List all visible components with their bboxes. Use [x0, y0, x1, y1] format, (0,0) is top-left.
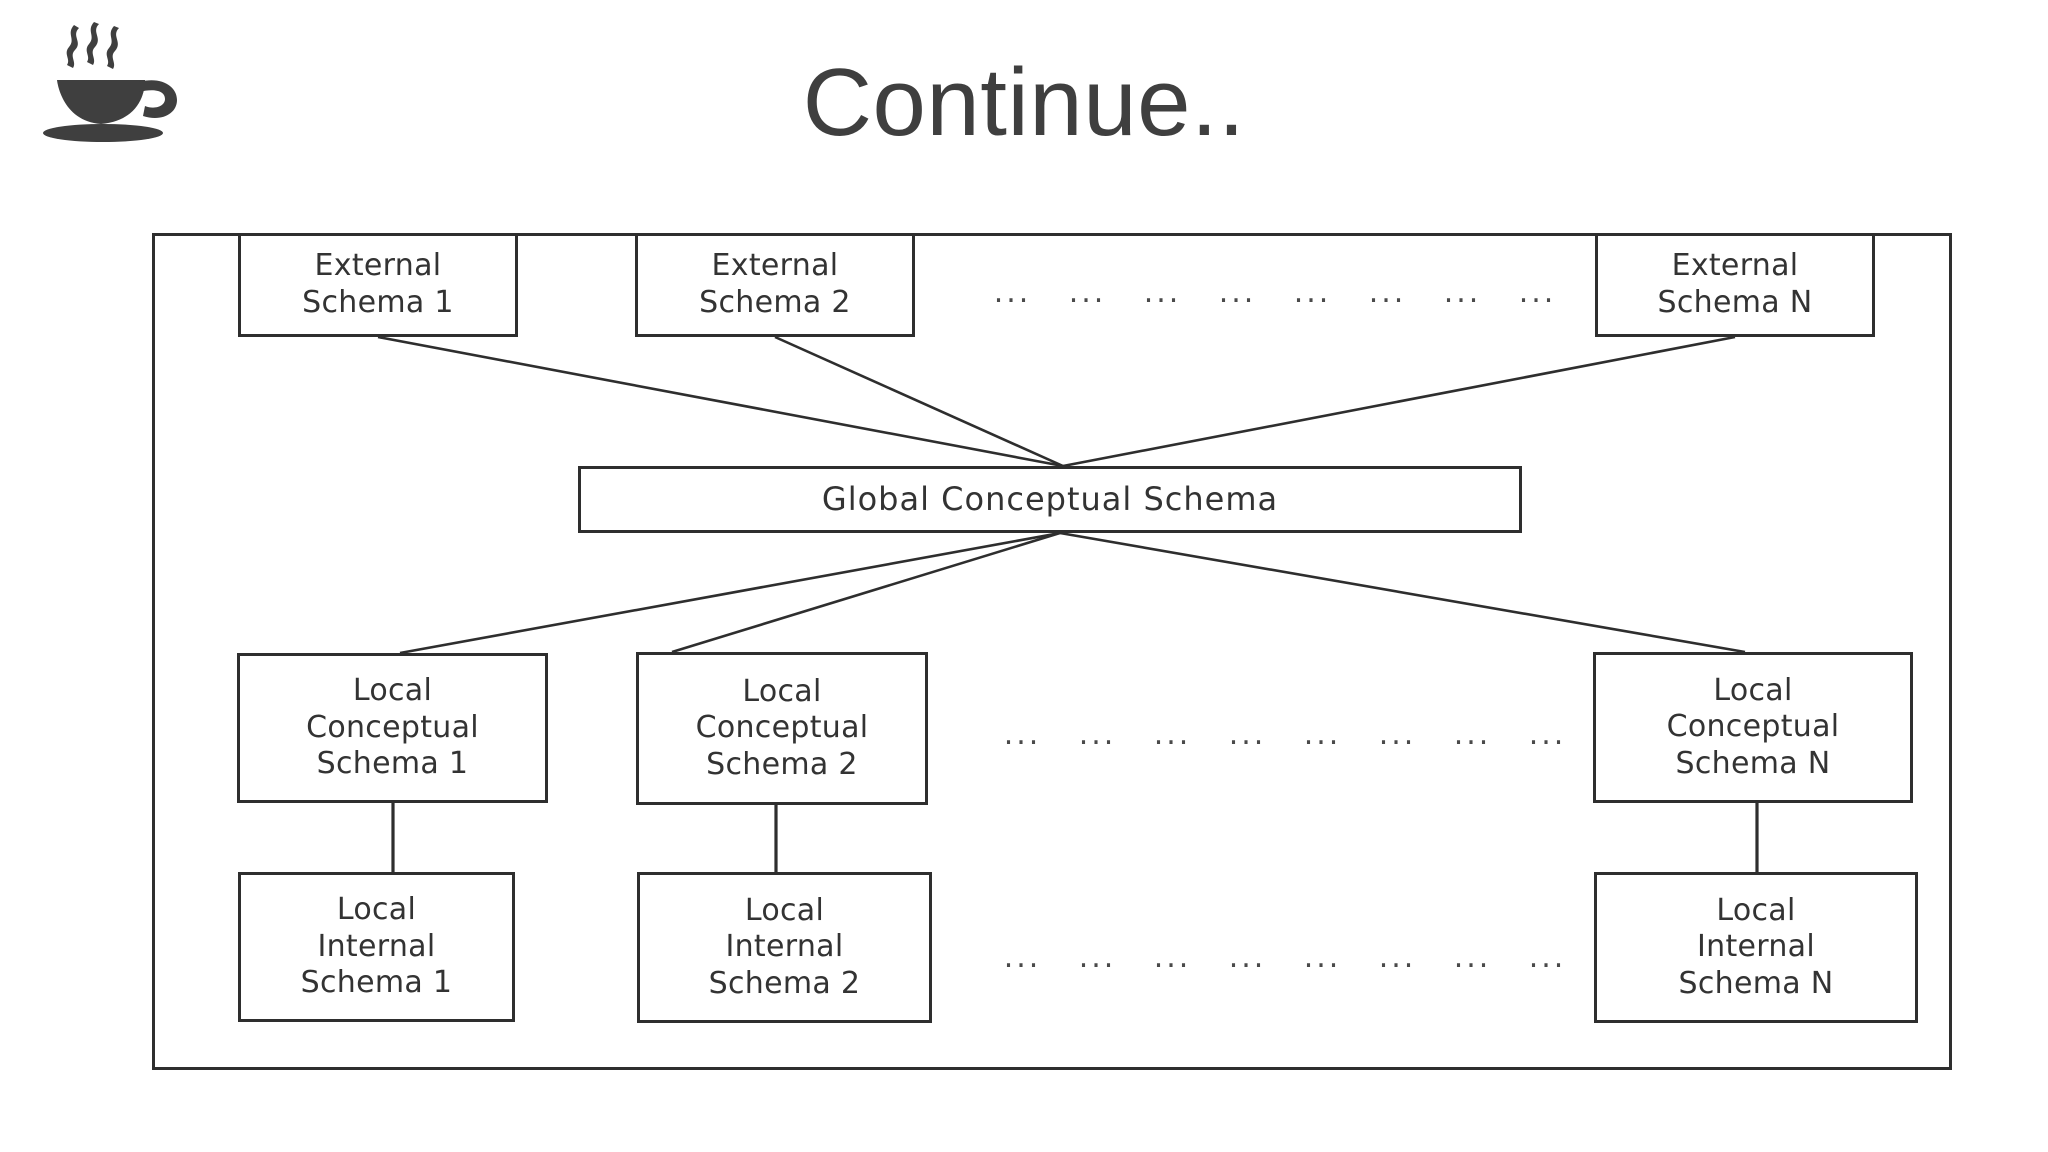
local-internal-schema-n-label: Local Internal Schema N: [1678, 892, 1834, 1001]
local-internal-layer-ellipsis-row: ........................: [985, 940, 1585, 975]
local-conceptual-schema-n-box[interactable]: Local Conceptual Schema N: [1593, 652, 1913, 803]
local-conceptual-schema-1-label: Local Conceptual Schema 1: [306, 673, 479, 782]
local-internal-layer-ellipsis-7: ...: [1453, 940, 1492, 975]
external-schema-2-label: External Schema 2: [699, 248, 851, 320]
external-layer-ellipsis-7: ...: [1443, 275, 1482, 310]
local-internal-layer-ellipsis-3: ...: [1153, 940, 1192, 975]
local-internal-layer-ellipsis-5: ...: [1303, 940, 1342, 975]
external-schema-1-label: External Schema 1: [302, 248, 454, 320]
local-conceptual-schema-2-label: Local Conceptual Schema 2: [695, 673, 869, 782]
slide-header: Continue..: [0, 0, 2048, 200]
external-schema-n-box[interactable]: External Schema N: [1595, 233, 1875, 337]
local-conceptual-layer-ellipsis-4: ...: [1228, 717, 1267, 752]
local-conceptual-layer-ellipsis-5: ...: [1303, 717, 1342, 752]
local-conceptual-layer-ellipsis-2: ...: [1078, 717, 1117, 752]
external-layer-ellipsis-4: ...: [1218, 275, 1257, 310]
external-layer-ellipsis-6: ...: [1368, 275, 1407, 310]
global-conceptual-schema-label: Global Conceptual Schema: [821, 479, 1279, 518]
local-conceptual-schema-2-box[interactable]: Local Conceptual Schema 2: [636, 652, 928, 805]
local-internal-schema-2-box[interactable]: Local Internal Schema 2: [637, 872, 932, 1023]
local-conceptual-layer-ellipsis-8: ...: [1528, 717, 1567, 752]
local-internal-layer-ellipsis-8: ...: [1528, 940, 1567, 975]
external-schema-2-box[interactable]: External Schema 2: [635, 233, 915, 337]
external-layer-ellipsis-5: ...: [1293, 275, 1332, 310]
local-internal-schema-2-label: Local Internal Schema 2: [708, 892, 861, 1001]
external-layer-ellipsis-row: ........................: [975, 275, 1575, 310]
diagram-outer-frame: [152, 233, 1952, 1070]
local-internal-schema-1-label: Local Internal Schema 1: [300, 892, 453, 1001]
local-conceptual-layer-ellipsis-row: ........................: [985, 717, 1585, 752]
local-internal-layer-ellipsis-6: ...: [1378, 940, 1417, 975]
local-internal-layer-ellipsis-4: ...: [1228, 940, 1267, 975]
local-conceptual-layer-ellipsis-3: ...: [1153, 717, 1192, 752]
local-internal-layer-ellipsis-2: ...: [1078, 940, 1117, 975]
global-conceptual-schema-box[interactable]: Global Conceptual Schema: [578, 466, 1522, 533]
external-schema-n-label: External Schema N: [1657, 248, 1813, 320]
local-internal-schema-n-box[interactable]: Local Internal Schema N: [1594, 872, 1918, 1023]
external-layer-ellipsis-2: ...: [1068, 275, 1107, 310]
external-layer-ellipsis-8: ...: [1518, 275, 1557, 310]
local-conceptual-layer-ellipsis-1: ...: [1003, 717, 1042, 752]
external-layer-ellipsis-3: ...: [1143, 275, 1182, 310]
local-conceptual-layer-ellipsis-7: ...: [1453, 717, 1492, 752]
coffee-cup-icon: [35, 20, 205, 160]
external-schema-1-box[interactable]: External Schema 1: [238, 233, 518, 337]
local-internal-schema-1-box[interactable]: Local Internal Schema 1: [238, 872, 515, 1022]
local-conceptual-schema-n-label: Local Conceptual Schema N: [1666, 672, 1840, 781]
external-layer-ellipsis-1: ...: [993, 275, 1032, 310]
local-conceptual-schema-1-box[interactable]: Local Conceptual Schema 1: [237, 653, 548, 803]
local-conceptual-layer-ellipsis-6: ...: [1378, 717, 1417, 752]
local-internal-layer-ellipsis-1: ...: [1003, 940, 1042, 975]
page-title: Continue..: [802, 49, 1246, 156]
